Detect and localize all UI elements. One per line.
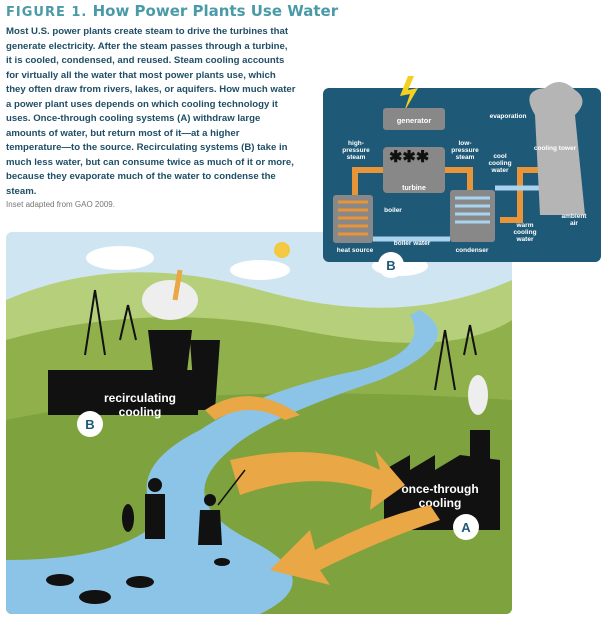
people	[145, 469, 246, 545]
power-tower-icon	[119, 304, 137, 341]
cooling-tower-label: cooling tower	[534, 145, 577, 152]
recirculating-label: recirculating	[104, 391, 176, 405]
power-tower-icon	[434, 329, 456, 391]
figure-body-text: Most U.S. power plants create steam to d…	[6, 26, 296, 197]
figure-title-text: How Power Plants Use Water	[92, 2, 339, 20]
evaporation-label: evaporation	[490, 113, 527, 120]
inset-diagram: generator ✱✱✱ turbine high- pressure ste…	[323, 76, 601, 278]
intake-arrow	[205, 396, 300, 420]
cloud	[86, 246, 154, 270]
high-pressure-label: pressure	[342, 147, 370, 154]
credit-text: Inset adapted from GAO 2009.	[6, 200, 115, 209]
water-pipe	[373, 185, 540, 242]
badge-a: A	[461, 520, 471, 535]
ambient-air-label: air	[570, 220, 578, 227]
recirculating-plant: recirculating cooling B	[48, 269, 220, 437]
warm-water-label: warm	[516, 222, 534, 229]
badge-b-inset: B	[386, 258, 395, 273]
high-pressure-label: steam	[347, 154, 366, 161]
condenser-label: condenser	[456, 247, 489, 254]
badge-b: B	[85, 417, 94, 432]
figure-title: FIGURE 1. How Power Plants Use Water	[6, 2, 338, 20]
generator-label: generator	[397, 116, 432, 125]
ambient-air-label: ambient	[562, 213, 588, 220]
high-pressure-label: high-	[348, 140, 364, 147]
turbine-label: turbine	[402, 185, 426, 192]
condenser-box	[450, 190, 495, 242]
sun-icon	[274, 242, 290, 258]
low-pressure-label: pressure	[451, 147, 479, 154]
return-arrow	[270, 505, 440, 585]
recirculating-label: cooling	[119, 405, 162, 419]
figure-label: FIGURE 1.	[6, 5, 88, 20]
cloud	[230, 260, 290, 280]
boiler-water-label: boiler water	[394, 240, 431, 247]
turbine-blades-icon: ✱✱✱	[389, 149, 429, 166]
river	[6, 310, 438, 614]
withdraw-arrow	[230, 450, 405, 510]
boiler-label: boiler	[384, 207, 402, 214]
power-tower-icon	[463, 324, 477, 356]
cooling-tower	[529, 81, 585, 215]
landscape-scene: recirculating cooling B once-through coo…	[6, 232, 512, 614]
warm-water-label: cooling	[513, 229, 536, 236]
cool-water-label: cool	[493, 153, 507, 160]
heat-source-label: heat source	[337, 247, 374, 254]
once-through-label: once-through	[401, 482, 478, 496]
low-pressure-label: steam	[456, 154, 475, 161]
generator-box	[383, 108, 445, 130]
low-pressure-label: low-	[459, 140, 472, 147]
lightning-icon	[400, 76, 418, 112]
warm-water-label: water	[516, 236, 534, 243]
power-tower-icon	[84, 289, 106, 356]
cool-water-label: water	[491, 167, 509, 174]
steam-pipe	[352, 167, 540, 223]
fish-icon	[46, 504, 230, 604]
turbine-box	[383, 147, 445, 193]
cool-water-label: cooling	[488, 160, 511, 167]
